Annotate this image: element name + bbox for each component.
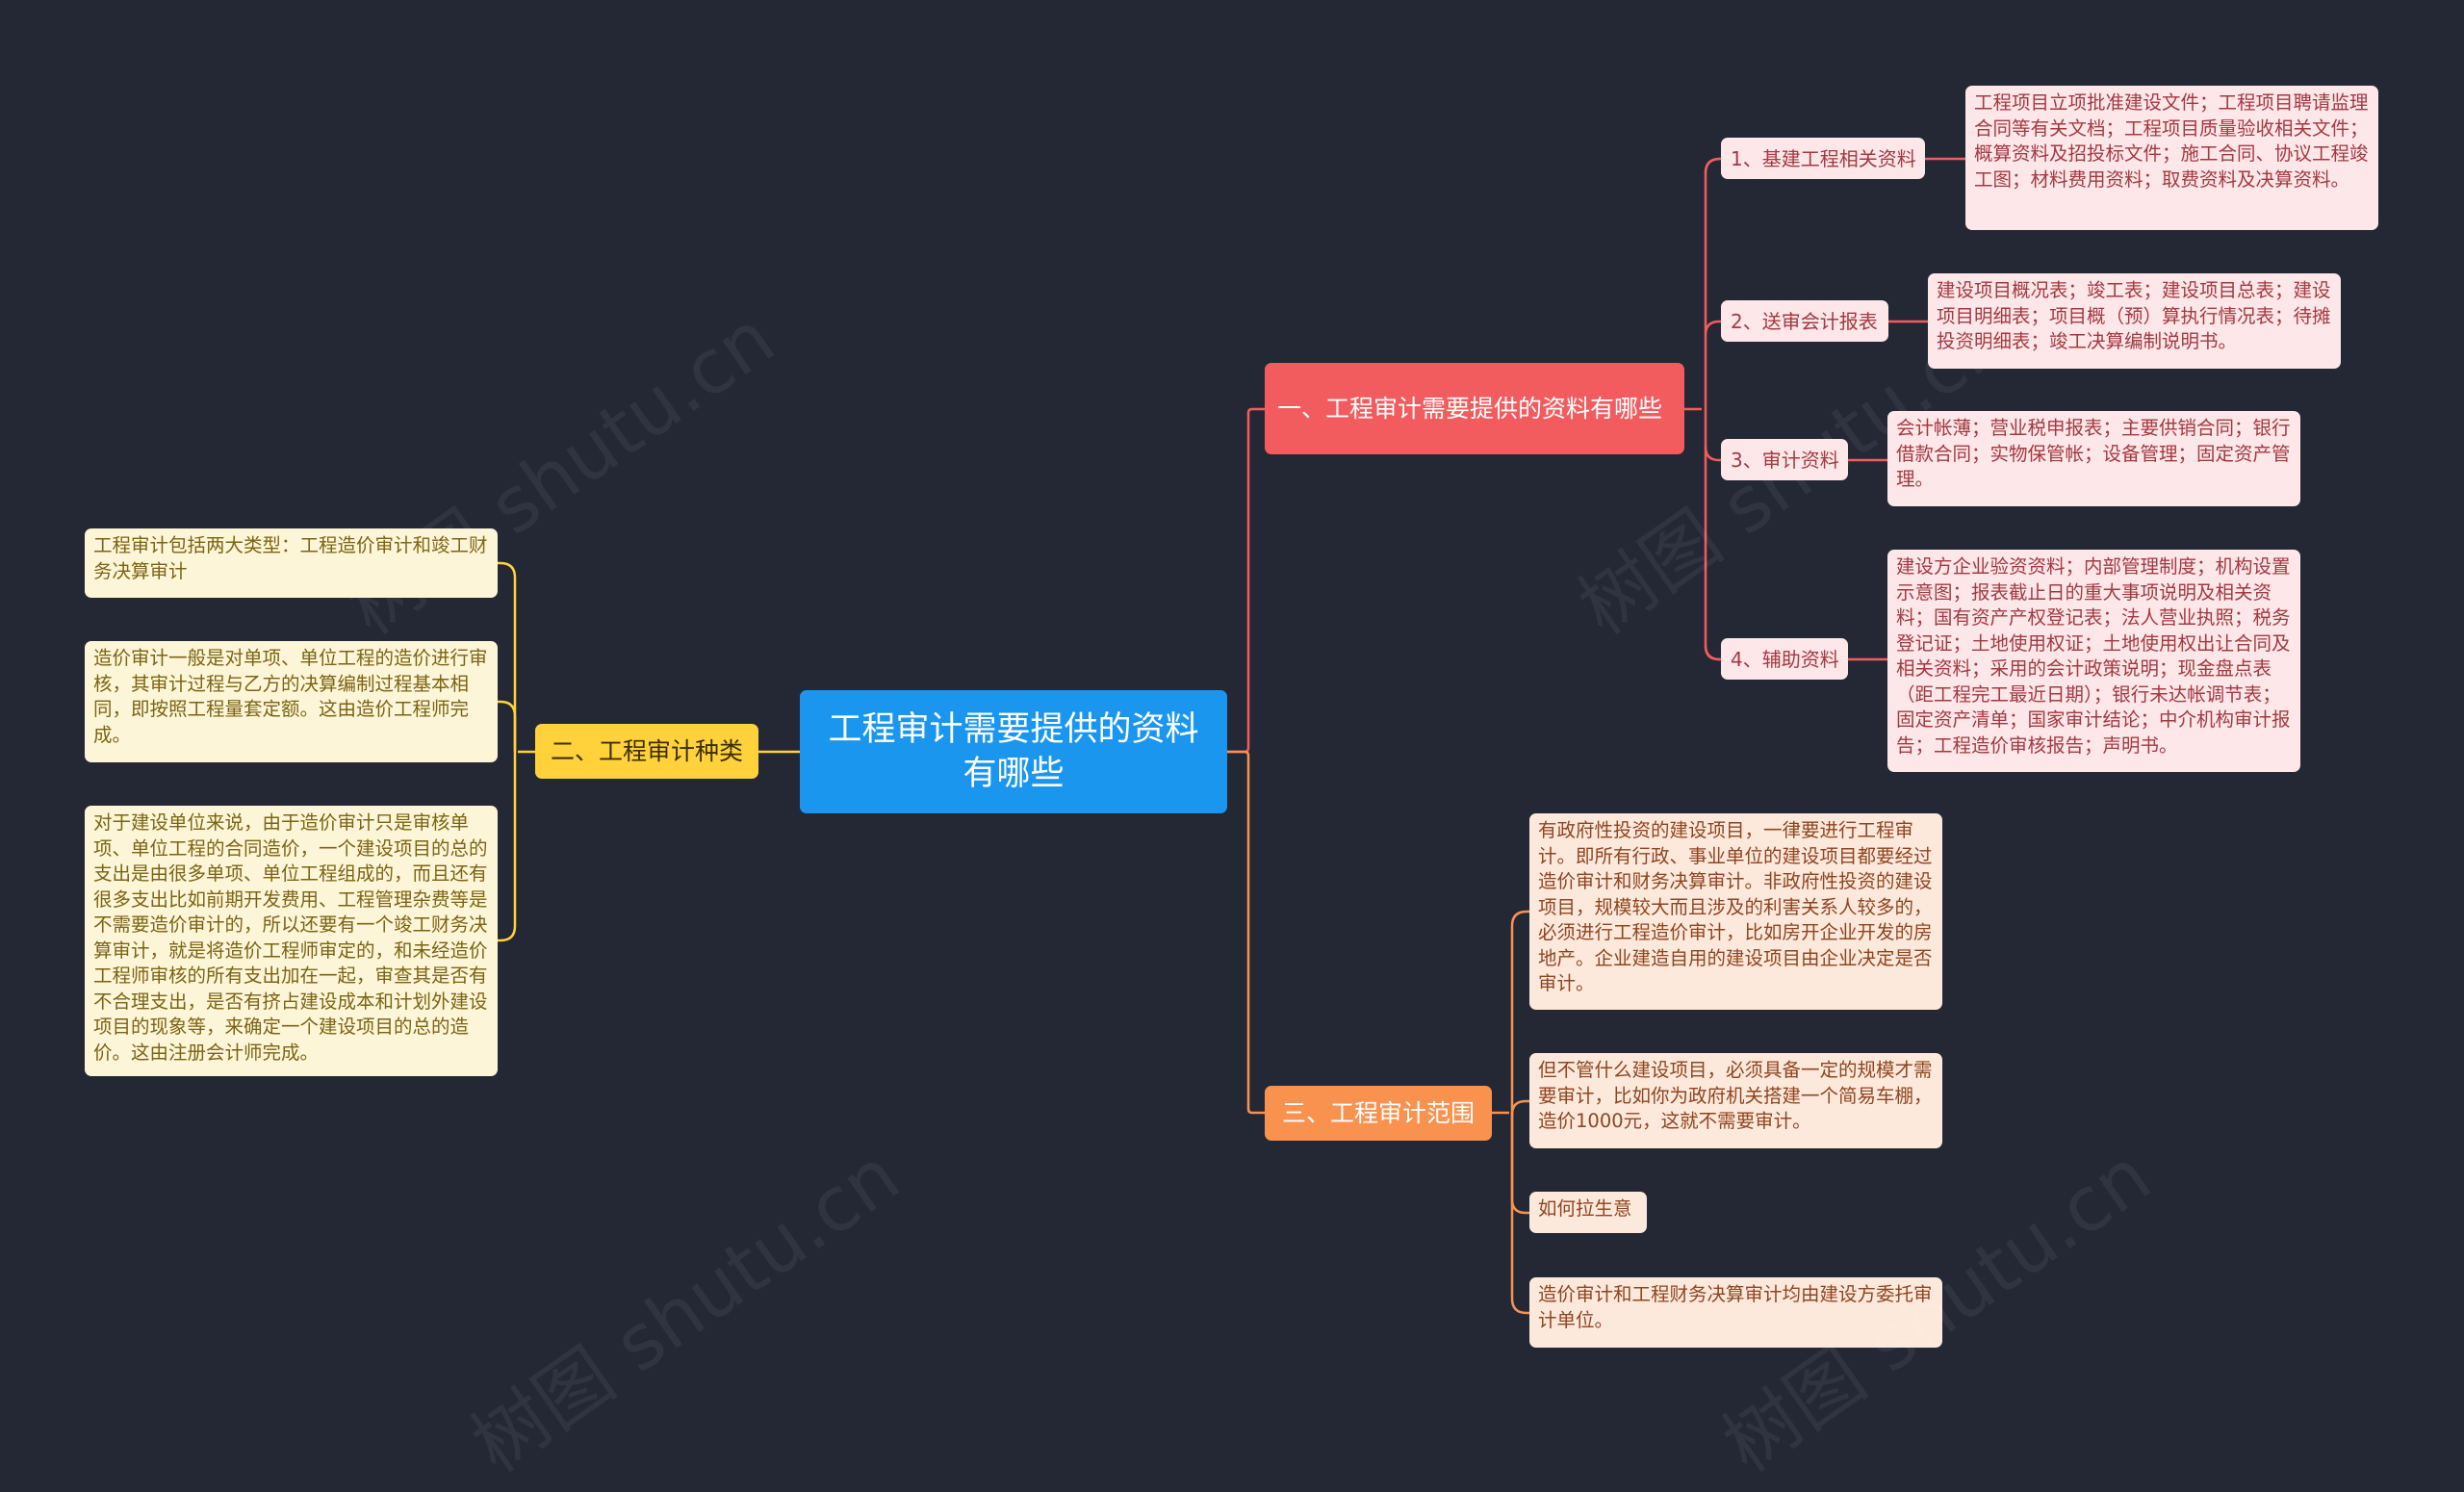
types-leaf-final-account-audit[interactable]: 对于建设单位来说，由于造价审计只是审核单项、单位工程的合同造价，一个建设项目的总… bbox=[85, 806, 498, 1076]
sub-topic-label: 3、审计资料 bbox=[1731, 448, 1839, 472]
scope-leaf-commission[interactable]: 造价审计和工程财务决算审计均由建设方委托审计单位。 bbox=[1529, 1277, 1942, 1348]
sub-topic-label: 4、辅助资料 bbox=[1731, 647, 1839, 671]
types-leaf-cost-audit[interactable]: 造价审计一般是对单项、单位工程的造价进行审核，其审计过程与乙方的决算编制过程基本… bbox=[85, 641, 498, 762]
leaf-text: 工程审计包括两大类型：工程造价审计和竣工财务决算审计 bbox=[93, 534, 488, 582]
detail-text: 建设项目概况表；竣工表；建设项目总表；建设项目明细表；项目概（预）算执行情况表；… bbox=[1937, 279, 2331, 352]
link-scope-3 bbox=[1510, 1113, 1529, 1215]
sub-topic-label: 2、送审会计报表 bbox=[1731, 309, 1878, 333]
link-types-2 bbox=[498, 700, 517, 752]
sub-topic-audit-materials[interactable]: 3、审计资料 bbox=[1721, 439, 1848, 480]
leaf-text: 但不管什么建设项目，必须具备一定的规模才需要审计，比如你为政府机关搭建一个简易车… bbox=[1538, 1059, 1933, 1132]
detail-auxiliary-materials[interactable]: 建设方企业验资资料；内部管理制度；机构设置示意图；报表截止日的重大事项说明及相关… bbox=[1887, 550, 2300, 772]
root-topic[interactable]: 工程审计需要提供的资料有哪些 bbox=[800, 690, 1227, 813]
link-types-1 bbox=[498, 561, 517, 752]
detail-text: 建设方企业验资资料；内部管理制度；机构设置示意图；报表截止日的重大事项说明及相关… bbox=[1896, 555, 2291, 757]
connector-lines bbox=[498, 157, 1965, 1315]
link-sub1 bbox=[1704, 157, 1721, 174]
link-scope-2 bbox=[1510, 1099, 1529, 1116]
branch-types[interactable]: 二、工程审计种类 bbox=[535, 724, 758, 779]
scope-leaf-minimum-scale[interactable]: 但不管什么建设项目，必须具备一定的规模才需要审计，比如你为政府机关搭建一个简易车… bbox=[1529, 1053, 1942, 1148]
leaf-text: 造价审计和工程财务决算审计均由建设方委托审计单位。 bbox=[1538, 1283, 1933, 1331]
sub-topic-auxiliary-materials[interactable]: 4、辅助资料 bbox=[1721, 638, 1848, 680]
leaf-text: 如何拉生意 bbox=[1538, 1197, 1632, 1220]
leaf-text: 对于建设单位来说，由于造价审计只是审核单项、单位工程的合同造价，一个建设项目的总… bbox=[93, 811, 488, 1064]
types-leaf-overview[interactable]: 工程审计包括两大类型：工程造价审计和竣工财务决算审计 bbox=[85, 528, 498, 598]
link-sub4 bbox=[1704, 645, 1721, 661]
mindmap-canvas: 工程审计需要提供的资料有哪些 一、工程审计需要提供的资料有哪些 1、基建工程相关… bbox=[85, 86, 2378, 1489]
branch-types-title: 二、工程审计种类 bbox=[550, 736, 743, 765]
leaf-text: 造价审计一般是对单项、单位工程的造价进行审核，其审计过程与乙方的决算编制过程基本… bbox=[93, 647, 488, 746]
scope-leaf-government-projects[interactable]: 有政府性投资的建设项目，一律要进行工程审计。即所有行政、事业单位的建设项目都要经… bbox=[1529, 813, 1942, 1010]
detail-accounting-reports[interactable]: 建设项目概况表；竣工表；建设项目总表；建设项目明细表；项目概（预）算执行情况表；… bbox=[1928, 273, 2341, 369]
leaf-text: 有政府性投资的建设项目，一律要进行工程审计。即所有行政、事业单位的建设项目都要经… bbox=[1538, 819, 1933, 994]
sub-topic-label: 1、基建工程相关资料 bbox=[1731, 146, 1916, 170]
detail-construction-docs[interactable]: 工程项目立项批准建设文件；工程项目聘请监理合同等有关文档；工程项目质量验收相关文… bbox=[1965, 86, 2378, 230]
root-title: 工程审计需要提供的资料有哪些 bbox=[828, 710, 1199, 793]
link-materials-spine bbox=[1704, 157, 1721, 661]
branch-materials[interactable]: 一、工程审计需要提供的资料有哪些 bbox=[1265, 363, 1684, 454]
detail-text: 会计帐薄；营业税申报表；主要供销合同；银行借款合同；实物保管帐；设备管理；固定资… bbox=[1896, 417, 2291, 490]
link-scope-4 bbox=[1510, 1113, 1529, 1315]
scope-leaf-business[interactable]: 如何拉生意 bbox=[1529, 1192, 1647, 1233]
link-sub3 bbox=[1704, 446, 1721, 462]
link-types-3 bbox=[498, 752, 517, 942]
link-scope-1 bbox=[1510, 910, 1529, 1113]
link-sub2 bbox=[1704, 320, 1721, 336]
branch-scope[interactable]: 三、工程审计范围 bbox=[1265, 1086, 1492, 1141]
link-root-scope bbox=[1227, 750, 1265, 1115]
branch-materials-title: 一、工程审计需要提供的资料有哪些 bbox=[1277, 394, 1663, 423]
detail-text: 工程项目立项批准建设文件；工程项目聘请监理合同等有关文档；工程项目质量验收相关文… bbox=[1974, 91, 2369, 191]
sub-topic-construction-docs[interactable]: 1、基建工程相关资料 bbox=[1721, 138, 1925, 179]
detail-audit-materials[interactable]: 会计帐薄；营业税申报表；主要供销合同；银行借款合同；实物保管帐；设备管理；固定资… bbox=[1887, 411, 2300, 506]
sub-topic-accounting-reports[interactable]: 2、送审会计报表 bbox=[1721, 300, 1888, 342]
branch-scope-title: 三、工程审计范围 bbox=[1281, 1098, 1475, 1127]
link-root-materials bbox=[1227, 407, 1265, 754]
